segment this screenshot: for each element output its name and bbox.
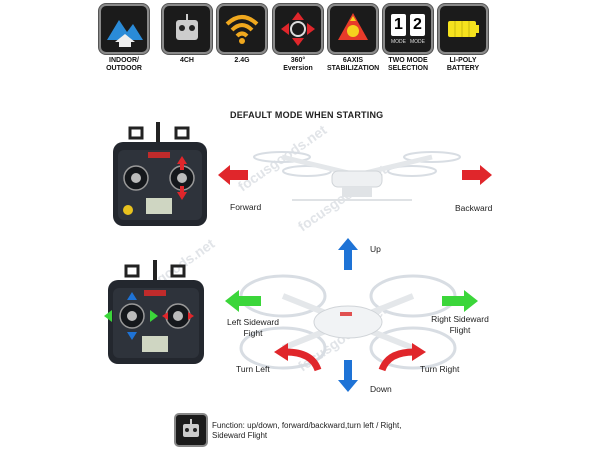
drone-image-bottom xyxy=(239,274,457,370)
arrow-backward xyxy=(462,165,492,185)
indoor-outdoor-icon xyxy=(99,4,149,54)
label-forward: Forward xyxy=(230,202,262,212)
label-up: Up xyxy=(370,244,381,254)
section-heading: DEFAULT MODE WHEN STARTING xyxy=(230,110,384,120)
mode-selection-icon: 1 2 MODE MODE xyxy=(383,4,433,54)
feature-lipoly: LI-POLY BATTERY xyxy=(437,4,489,73)
arrow-forward xyxy=(218,165,248,185)
feature-label: 6AXIS STABILIZATION xyxy=(327,57,380,72)
arrow-up xyxy=(338,238,358,270)
remote-controller-top xyxy=(113,122,207,226)
feature-label: LI-POLY BATTERY xyxy=(446,57,480,72)
mode-one-caption: MODE xyxy=(391,39,406,45)
stabilization-icon xyxy=(328,4,378,54)
feature-360-eversion: 360° Eversion xyxy=(272,4,324,73)
label-right-sideward: Right Sideward Flight xyxy=(431,314,489,335)
label-down: Down xyxy=(370,384,392,394)
feature-24g: 2.4G xyxy=(216,4,268,65)
label-turn-right: Turn Right xyxy=(420,364,460,374)
arrow-left-sideward xyxy=(225,290,261,312)
label-backward: Backward xyxy=(455,203,493,213)
mode-two-digit: 2 xyxy=(410,14,425,36)
rotation-arrows-icon xyxy=(273,4,323,54)
feature-indoor-outdoor: INDOOR/ OUTDOOR xyxy=(98,4,150,73)
drone-image-top xyxy=(253,151,461,201)
arrow-down xyxy=(338,360,358,392)
function-description: Function: up/down, forward/backward,turn… xyxy=(212,421,402,440)
feature-6axis: 6AXIS STABILIZATION xyxy=(327,4,379,73)
label-turn-left: Turn Left xyxy=(236,364,270,374)
feature-two-mode: 1 2 MODE MODE TWO MODE SELECTION xyxy=(382,4,434,73)
arrow-turn-left xyxy=(274,343,322,372)
feature-label: INDOOR/ OUTDOOR xyxy=(106,57,142,72)
mode-two-caption: MODE xyxy=(410,39,425,45)
function-controller-icon xyxy=(174,413,208,447)
arrow-turn-right xyxy=(378,343,426,372)
wifi-signal-icon xyxy=(217,4,267,54)
feature-4ch: 4CH xyxy=(161,4,213,65)
feature-label: 2.4G xyxy=(234,57,250,64)
feature-label: TWO MODE SELECTION xyxy=(387,57,429,72)
4ch-controller-icon xyxy=(162,4,212,54)
arrow-right-sideward xyxy=(442,290,478,312)
battery-icon xyxy=(438,4,488,54)
label-left-sideward: Left Sideward Fight xyxy=(227,317,279,338)
remote-controller-bottom xyxy=(104,260,204,364)
feature-label: 360° Eversion xyxy=(283,57,313,72)
mode-one-digit: 1 xyxy=(391,14,406,36)
feature-label: 4CH xyxy=(179,57,194,64)
